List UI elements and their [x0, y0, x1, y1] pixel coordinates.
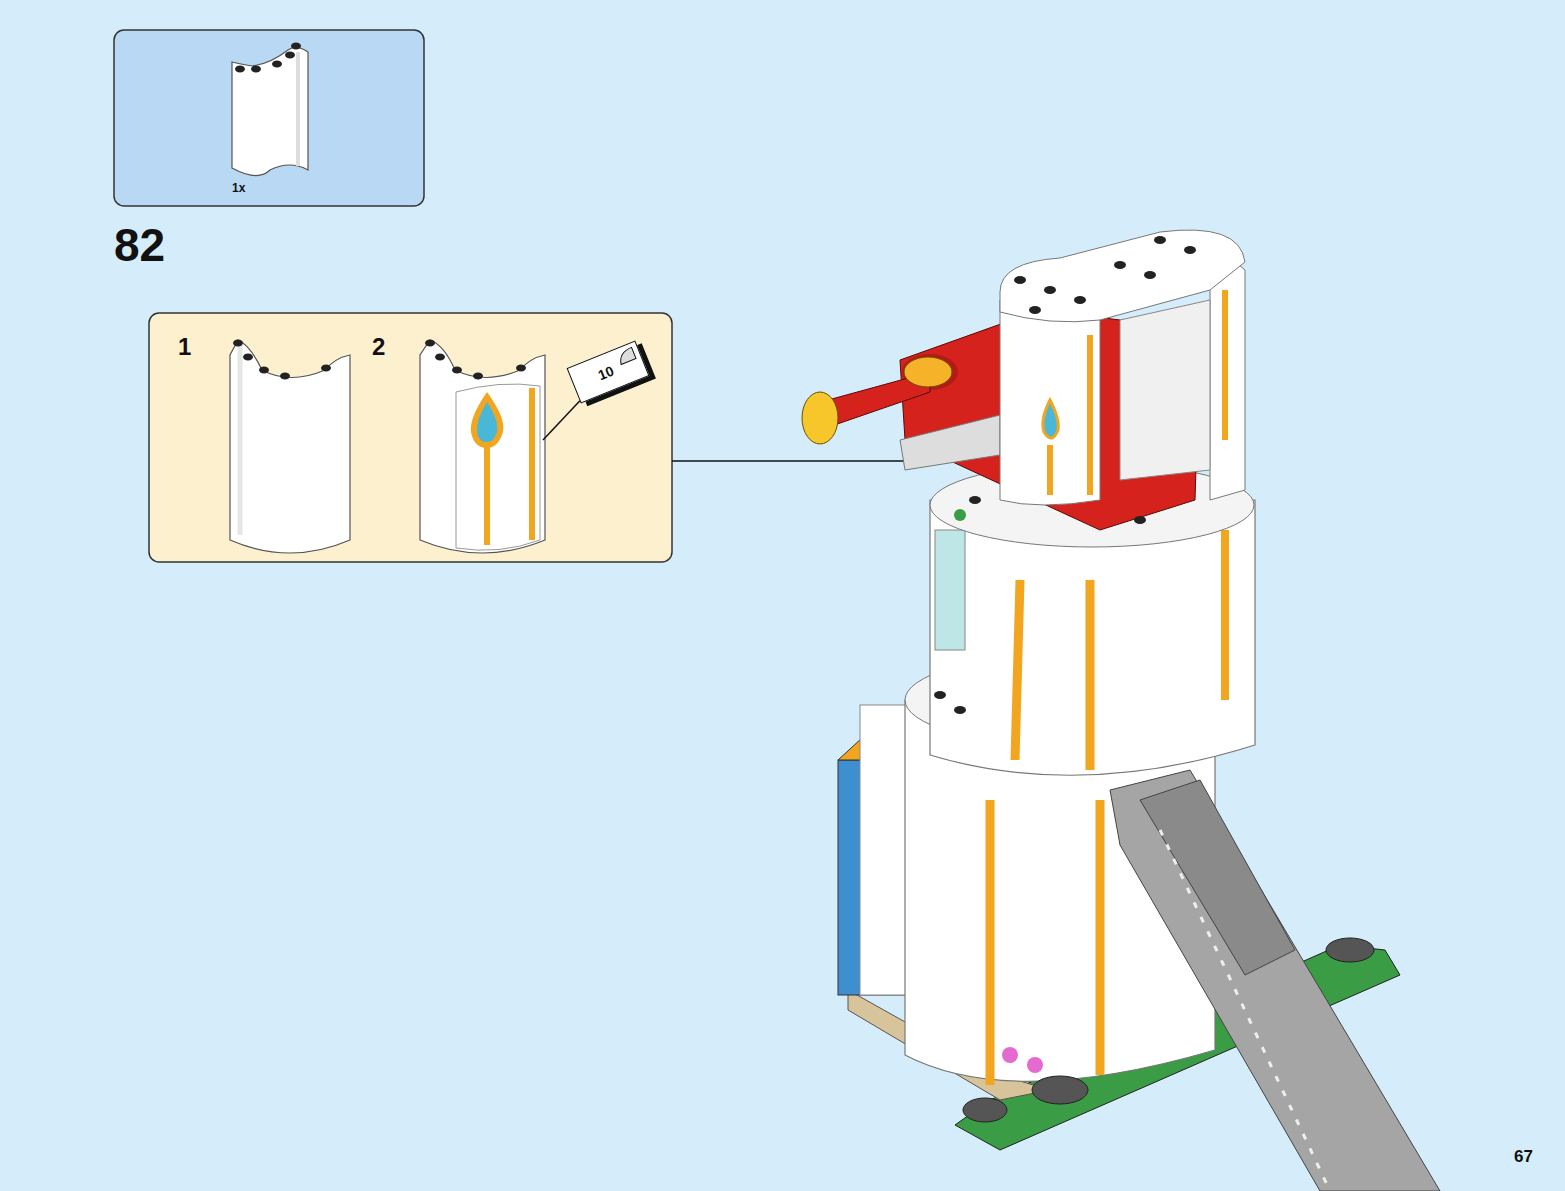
tower-model — [963, 1098, 1007, 1122]
substep-number: 1 — [178, 335, 191, 359]
curved-panel-piece — [235, 66, 245, 73]
tower-model — [1120, 300, 1210, 480]
curved-panel-piece — [230, 340, 350, 553]
sticker-curl — [614, 345, 639, 367]
page-number: 67 — [1514, 1148, 1533, 1165]
tower-model — [1184, 246, 1196, 254]
tower-model — [1014, 276, 1026, 284]
tower-model — [1086, 580, 1095, 770]
tower-model — [954, 509, 966, 521]
tower-model — [1015, 580, 1020, 760]
tower-model — [1027, 1057, 1043, 1073]
step-number: 82 — [114, 222, 165, 268]
tower-model — [1096, 800, 1105, 1075]
tower-model — [1000, 230, 1245, 322]
tower-model — [1222, 290, 1228, 440]
stickered-panel-piece — [473, 373, 483, 380]
tower-model — [954, 706, 966, 714]
curved-panel-piece — [272, 61, 282, 68]
stickered-panel-piece — [420, 340, 545, 554]
tower-model — [1160, 830, 1330, 1191]
tower-model — [1087, 335, 1093, 495]
curved-panel-piece — [238, 345, 243, 535]
stickered-panel-piece — [471, 392, 504, 448]
tower-model — [1221, 530, 1229, 700]
curved-panel-piece — [232, 47, 308, 175]
curved-panel-piece — [243, 354, 253, 361]
stickered-panel-piece — [484, 432, 490, 545]
tower-model — [986, 800, 995, 1085]
tower-model — [935, 530, 965, 650]
tower-model — [1110, 770, 1440, 1191]
parts-list-box: 1x — [114, 30, 424, 206]
tower-model — [1326, 938, 1374, 962]
curved-panel-piece — [280, 373, 290, 380]
tower-model — [904, 357, 952, 387]
tower-model — [1140, 780, 1295, 975]
curved-panel-piece — [251, 66, 261, 73]
stickered-panel-piece — [529, 388, 535, 540]
sticker-sheet-icon: 10 — [567, 341, 650, 404]
tower-model — [1154, 236, 1166, 244]
tower-model — [1002, 1047, 1018, 1063]
tower-model — [802, 230, 1440, 1191]
parts-panel — [114, 30, 424, 206]
tower-model — [1047, 445, 1053, 495]
curved-panel-piece — [296, 52, 300, 166]
tower-model — [1144, 271, 1156, 279]
tower-model — [1000, 300, 1100, 505]
tower-model — [1044, 286, 1056, 294]
tower-model — [1032, 1076, 1088, 1104]
curved-panel-piece — [285, 52, 295, 59]
curved-panel-piece — [321, 365, 331, 372]
substep-panel — [149, 313, 672, 562]
stickered-panel-piece — [456, 384, 540, 550]
curved-panel-piece — [259, 367, 269, 374]
stickered-panel-piece — [420, 340, 545, 553]
stickered-panel-piece — [425, 340, 435, 347]
stickered-panel-piece — [516, 365, 526, 372]
tower-model — [934, 236, 1196, 714]
tower-model — [1114, 261, 1126, 269]
substep-number: 2 — [372, 335, 385, 359]
tower-model — [1029, 306, 1041, 314]
curved-panel-piece — [230, 340, 350, 554]
substep-box: 1 2 10 — [149, 313, 672, 562]
stickered-panel-piece — [477, 402, 497, 442]
tower-model — [934, 691, 946, 699]
curved-panel-piece — [291, 43, 301, 50]
curved-panel-piece — [232, 43, 308, 176]
tower-model — [1043, 400, 1058, 438]
tower-model — [900, 415, 1000, 470]
part-count: 1x — [232, 182, 245, 194]
tower-model — [1134, 516, 1146, 524]
sticker-curl — [617, 347, 636, 364]
curved-panel-piece — [233, 340, 243, 347]
tower-model — [802, 392, 838, 444]
tower-model — [1074, 296, 1086, 304]
sticker-number: 10 — [596, 363, 616, 382]
tower-model — [969, 496, 981, 504]
stickered-panel-piece — [452, 367, 462, 374]
stickered-panel-piece — [435, 354, 445, 361]
